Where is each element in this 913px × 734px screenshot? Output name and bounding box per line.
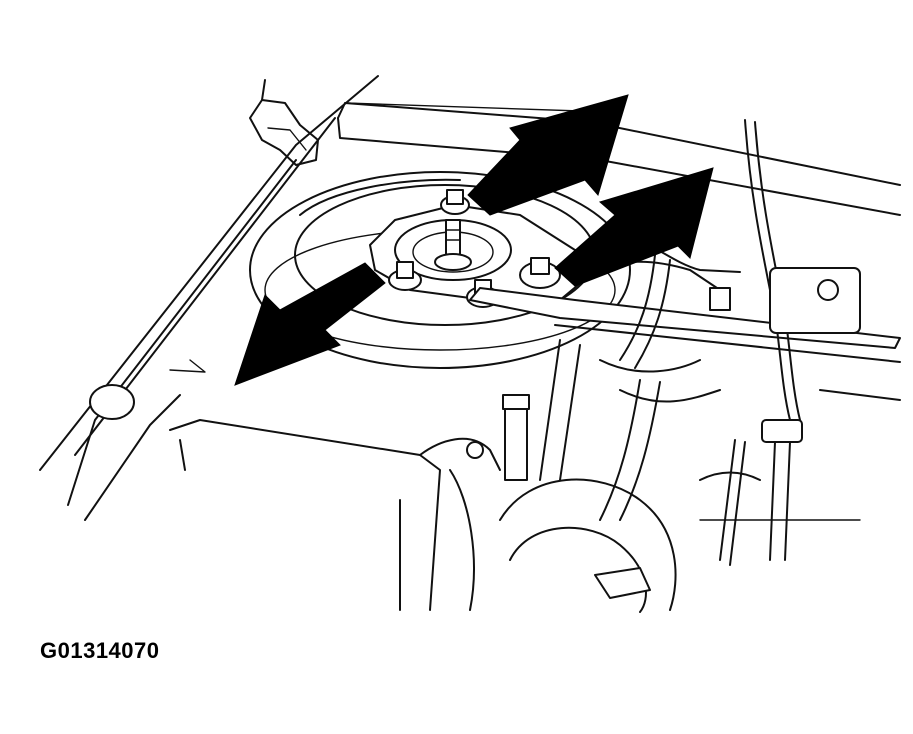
strut-rod: [434, 219, 472, 271]
fender-plug: [89, 384, 135, 420]
fender-panel: [39, 75, 379, 521]
nut-right: [519, 257, 561, 289]
nut-left: [388, 261, 422, 291]
callout-arrow-top: [467, 94, 629, 216]
callout-arrow-right: [554, 167, 714, 287]
callout-arrows: [234, 94, 714, 386]
callout-arrow-left: [234, 262, 386, 386]
cowl-panel: [337, 102, 901, 216]
body-bracket: [249, 79, 319, 166]
lower-bay-components: [169, 394, 861, 613]
engine-bay-components: [539, 119, 901, 566]
figure-id-label: G01314070: [40, 638, 160, 663]
mounting-nuts: [388, 189, 561, 308]
nut-top: [440, 189, 470, 215]
